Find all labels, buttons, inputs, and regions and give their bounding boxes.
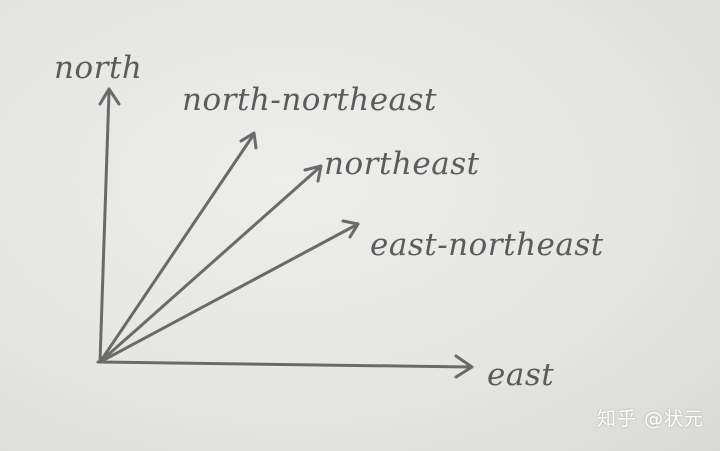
east-arrow: [96, 354, 474, 379]
label-north: north: [54, 50, 142, 86]
label-northeast: northeast: [324, 146, 480, 182]
northeast-arrow: [98, 164, 323, 364]
label-east-northeast: east-northeast: [370, 227, 604, 263]
east-northeast-arrow: [98, 219, 360, 364]
label-east: east: [487, 357, 554, 393]
watermark: 知乎 @状元: [596, 408, 704, 430]
north-arrow: [98, 87, 121, 364]
north-northeast-arrow: [98, 131, 258, 364]
label-north-northeast: north-northeast: [182, 82, 437, 118]
